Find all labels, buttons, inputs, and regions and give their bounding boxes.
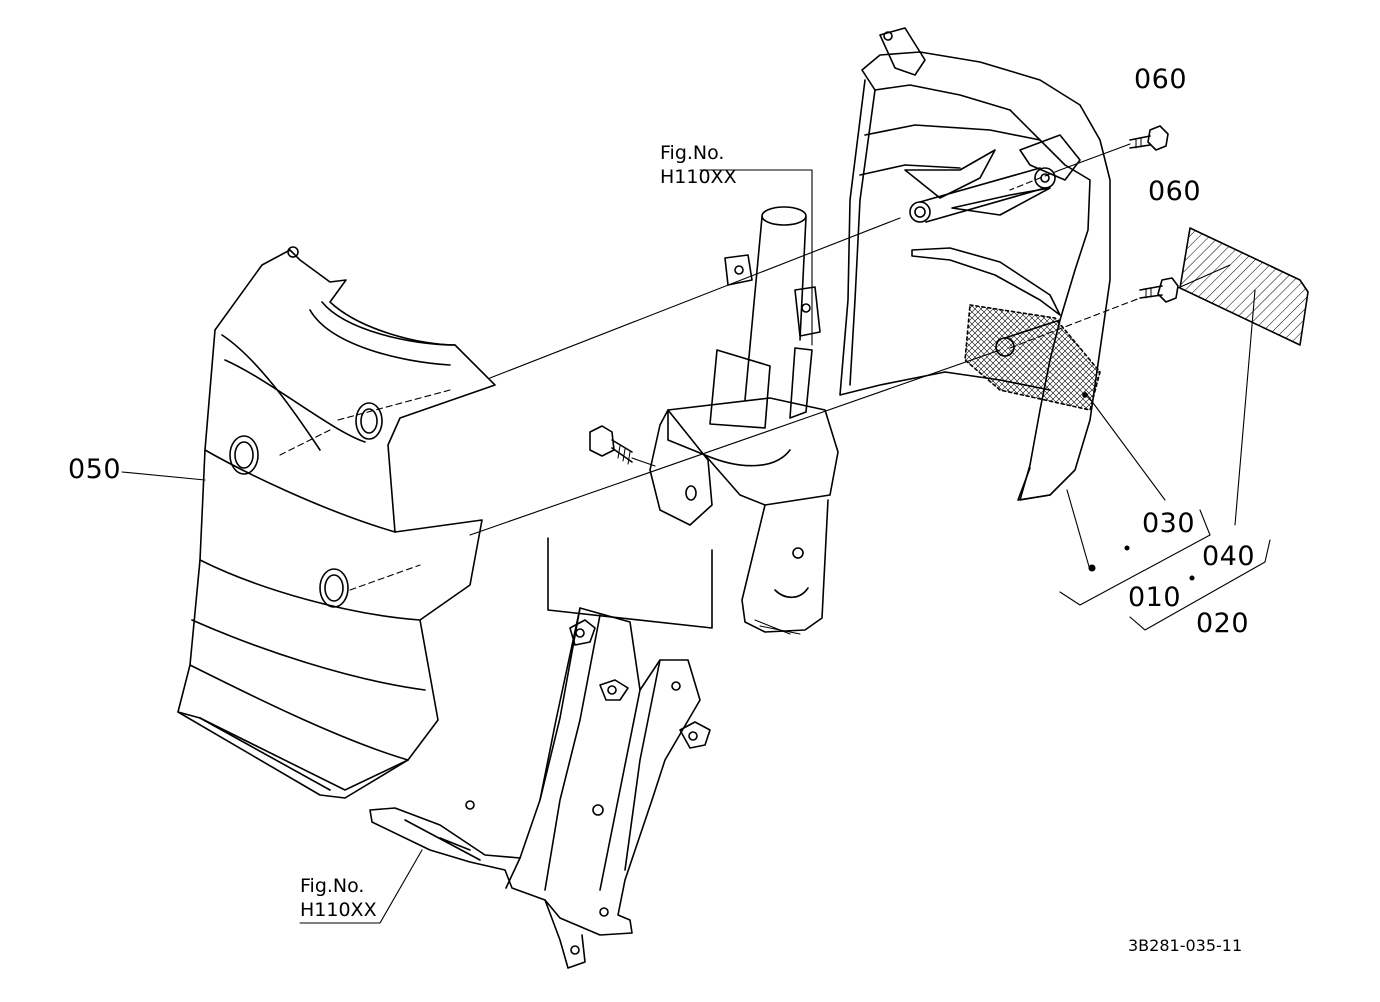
bolt-center bbox=[589, 425, 633, 465]
front-cover-050 bbox=[177, 246, 496, 799]
lower-frame-bracket bbox=[369, 607, 711, 969]
part-label-040: 040 bbox=[1202, 541, 1256, 572]
decal-040 bbox=[1179, 227, 1309, 346]
figure-ref-bottom: Fig.No. H110XX bbox=[300, 874, 377, 922]
part-label-010: 010 bbox=[1128, 582, 1182, 613]
part-label-060-bottom: 060 bbox=[1148, 176, 1202, 207]
figure-ref-top-line2: H110XX bbox=[660, 166, 737, 188]
hidden-plate bbox=[547, 537, 713, 629]
figure-ref-bottom-line1: Fig.No. bbox=[300, 875, 365, 897]
figure-ref-bottom-line2: H110XX bbox=[300, 899, 377, 921]
part-label-060-top: 060 bbox=[1134, 64, 1188, 95]
part-label-030: 030 bbox=[1142, 508, 1196, 539]
part-label-050: 050 bbox=[68, 454, 122, 485]
drawing-code: 3B281-035-11 bbox=[1128, 936, 1243, 955]
part-label-020: 020 bbox=[1196, 608, 1250, 639]
screw-060-bottom bbox=[1139, 277, 1179, 303]
assembly-lines bbox=[121, 143, 1271, 924]
screw-060-top bbox=[1129, 125, 1169, 151]
steering-post-bracket bbox=[649, 206, 839, 635]
figure-ref-top-line1: Fig.No. bbox=[660, 142, 725, 164]
rear-cover-panel bbox=[839, 27, 1111, 501]
figure-ref-top: Fig.No. H110XX bbox=[660, 141, 737, 189]
